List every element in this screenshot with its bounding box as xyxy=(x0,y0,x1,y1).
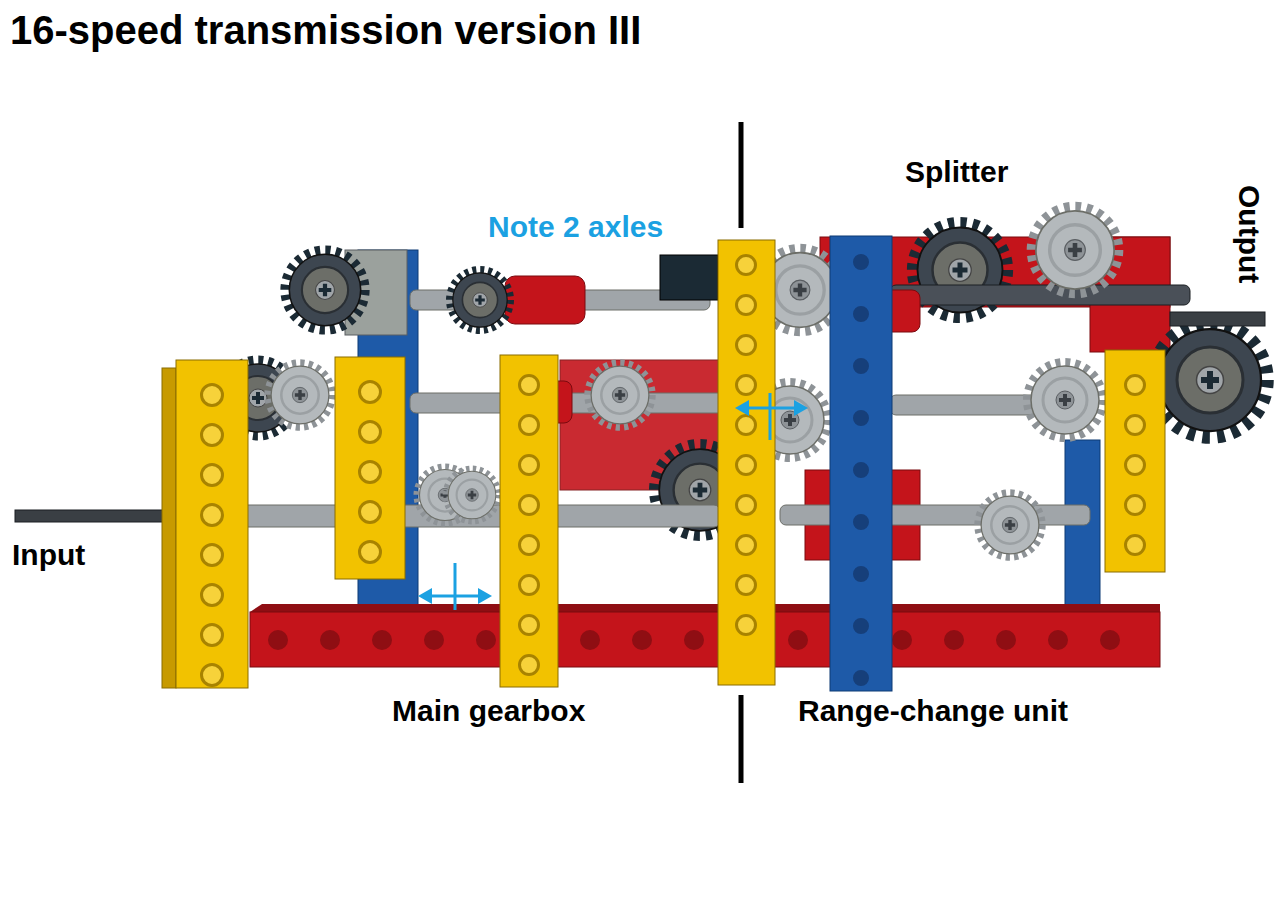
gear xyxy=(268,363,333,428)
note-label: Note 2 axles xyxy=(488,210,663,243)
beam-holes xyxy=(200,395,224,680)
section-label: Range-change unit xyxy=(798,694,1068,727)
yellow-beam-side xyxy=(162,368,176,688)
beam-holes xyxy=(358,392,382,560)
axle xyxy=(890,285,1190,305)
output-axle xyxy=(1170,312,1265,326)
axle xyxy=(780,505,1090,525)
section-label: Main gearbox xyxy=(392,694,585,727)
yellow-beam xyxy=(176,360,248,688)
gear xyxy=(445,468,498,521)
yellow-beam xyxy=(718,240,775,685)
section-label: Splitter xyxy=(905,155,1008,188)
beam-holes xyxy=(735,265,757,665)
beam-holes xyxy=(1124,385,1146,550)
divider-line xyxy=(739,695,744,783)
gear xyxy=(285,250,365,330)
beam-pins xyxy=(521,385,537,670)
red-beam xyxy=(250,612,1160,667)
yellow-beam xyxy=(500,355,558,687)
gear xyxy=(588,363,653,428)
arrow-head xyxy=(735,400,749,416)
black-connector xyxy=(660,255,718,300)
shift-arrow xyxy=(769,393,772,440)
gear xyxy=(1027,362,1103,438)
blue-beam xyxy=(830,236,892,691)
arrow-head xyxy=(794,400,808,416)
title: 16-speed transmission version III xyxy=(10,8,830,52)
gear xyxy=(450,270,511,331)
gear xyxy=(1153,323,1267,437)
arrow-head xyxy=(478,588,492,604)
yellow-beam xyxy=(335,357,405,579)
beam-pins xyxy=(203,395,221,680)
shift-arrow xyxy=(454,563,457,610)
arrow-head xyxy=(418,588,432,604)
beam-holes xyxy=(518,385,540,670)
divider-line xyxy=(739,122,744,228)
red-beam-top xyxy=(250,604,1160,612)
driving-ring xyxy=(505,276,585,324)
beam-pins xyxy=(361,392,379,560)
beam-pins xyxy=(1127,385,1143,550)
input-label: Input xyxy=(12,538,85,571)
beam-holes xyxy=(853,262,869,680)
beam-holes xyxy=(278,630,1150,650)
yellow-beam xyxy=(1105,350,1165,572)
beam-pins xyxy=(738,265,754,665)
output-label: Output xyxy=(1233,185,1266,283)
gear xyxy=(978,493,1043,558)
gear xyxy=(1031,206,1118,293)
